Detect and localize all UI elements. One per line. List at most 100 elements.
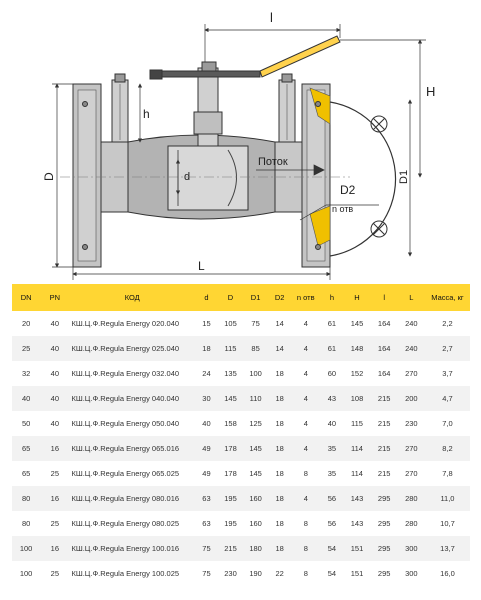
table-cell: 8 xyxy=(303,519,308,528)
table-cell: 280 xyxy=(397,486,425,511)
table-cell: 32 xyxy=(21,369,31,378)
table-cell: 180 xyxy=(243,536,269,561)
table-cell: 15 xyxy=(202,319,211,328)
table-cell: 65 xyxy=(21,469,31,478)
table-cell: 4 xyxy=(303,369,308,378)
table-cell: 50 xyxy=(21,419,31,428)
header-D2: D2 xyxy=(268,284,292,311)
table-cell: 35 xyxy=(320,436,344,461)
table-header-row: DN PN КОД d D D1 D2 n отв h H l L Масса,… xyxy=(12,284,470,311)
table-cell: 35 xyxy=(327,469,337,478)
table-cell: 4 xyxy=(303,319,308,328)
table-cell: 114 xyxy=(351,469,363,478)
table-cell: 7,8 xyxy=(442,469,453,478)
table-cell: 215 xyxy=(370,386,398,411)
header-H: H xyxy=(343,284,371,311)
table-cell: 8 xyxy=(303,569,308,578)
table-cell: 49 xyxy=(202,469,211,478)
table-cell: КШ.Ц.Ф.Regula Energy 050.040 xyxy=(71,419,180,428)
table-cell: 85 xyxy=(243,336,269,361)
table-cell: 280 xyxy=(405,519,418,528)
table-cell: 40 xyxy=(12,386,41,411)
table-cell: 230 xyxy=(224,569,237,578)
table-cell: 11,0 xyxy=(424,486,470,511)
table-cell: 18 xyxy=(275,369,284,378)
table-cell: 16,0 xyxy=(440,569,455,578)
table-cell: 160 xyxy=(249,519,262,528)
table-cell: 54 xyxy=(320,536,344,561)
table-cell: 270 xyxy=(397,436,425,461)
table-cell: 215 xyxy=(217,536,244,561)
table-cell: 75 xyxy=(251,319,260,328)
table-cell: 30 xyxy=(194,386,218,411)
table-cell: 16 xyxy=(40,486,70,511)
table-cell: 60 xyxy=(327,369,337,378)
label-L: L xyxy=(198,259,205,273)
valve-technical-drawing: l H D1 h D d L Поток D2 n отв xyxy=(42,10,435,280)
table-cell: 56 xyxy=(327,519,337,528)
table-cell: 110 xyxy=(243,386,269,411)
header-dn: DN xyxy=(12,284,41,311)
table-cell: 164 xyxy=(377,319,391,328)
table-cell: 300 xyxy=(405,569,418,578)
table-cell: 8 xyxy=(303,469,308,478)
table-cell: 151 xyxy=(350,569,364,578)
table-cell: 18 xyxy=(268,486,292,511)
table-cell: 54 xyxy=(327,569,337,578)
table-cell: 43 xyxy=(320,386,344,411)
table-cell: 16 xyxy=(40,436,70,461)
label-l: l xyxy=(270,10,273,25)
label-d: d xyxy=(184,171,190,183)
table-cell: 4,7 xyxy=(424,386,470,411)
ball-element xyxy=(167,145,249,211)
table-cell: 18 xyxy=(275,469,284,478)
table-cell: 160 xyxy=(243,486,269,511)
valve-specs-table: DN PN КОД d D D1 D2 n отв h H l L Масса,… xyxy=(12,284,470,586)
header-D: D xyxy=(217,284,244,311)
table-cell: 18 xyxy=(268,436,292,461)
table-cell: КШ.Ц.Ф.Regula Energy 065.016 xyxy=(69,436,195,461)
table-cell: 164 xyxy=(377,369,391,378)
table-cell: 56 xyxy=(320,486,344,511)
table-cell: 25 xyxy=(50,519,60,528)
header-code: КОД xyxy=(69,284,195,311)
table-cell: 7,0 xyxy=(442,419,453,428)
table-cell: 145 xyxy=(243,436,269,461)
table-cell: 25 xyxy=(50,469,60,478)
table-cell: 295 xyxy=(377,519,391,528)
table-cell: 4 xyxy=(291,486,321,511)
bolt-hole-bottom xyxy=(370,220,388,238)
header-d: d xyxy=(194,284,218,311)
table-cell: 178 xyxy=(217,436,244,461)
header-pn: PN xyxy=(40,284,70,311)
table-cell: 215 xyxy=(377,469,391,478)
table-cell: 100 xyxy=(12,536,41,561)
label-n-otv: n отв xyxy=(332,204,353,214)
table-cell: 80 xyxy=(21,519,31,528)
table-cell: 18 xyxy=(194,336,218,361)
table-cell: 75 xyxy=(202,569,211,578)
table-cell: 200 xyxy=(397,386,425,411)
table-cell: 4 xyxy=(291,436,321,461)
table-cell: 215 xyxy=(377,419,391,428)
table-cell: 18 xyxy=(275,419,284,428)
table-cell: 40 xyxy=(50,319,60,328)
table-cell: 145 xyxy=(249,469,262,478)
table-cell: 195 xyxy=(224,519,237,528)
table-cell: 108 xyxy=(343,386,371,411)
table-cell: 40 xyxy=(40,386,70,411)
table-cell: КШ.Ц.Ф.Regula Energy 080.025 xyxy=(71,519,180,528)
table-cell: 270 xyxy=(405,369,418,378)
table-cell: 14 xyxy=(275,319,284,328)
table-cell: 40 xyxy=(327,419,337,428)
table-cell: 143 xyxy=(350,519,364,528)
table-cell: 145 xyxy=(350,319,364,328)
table-cell: 105 xyxy=(224,319,237,328)
table-cell: КШ.Ц.Ф.Regula Energy 025.040 xyxy=(69,336,195,361)
